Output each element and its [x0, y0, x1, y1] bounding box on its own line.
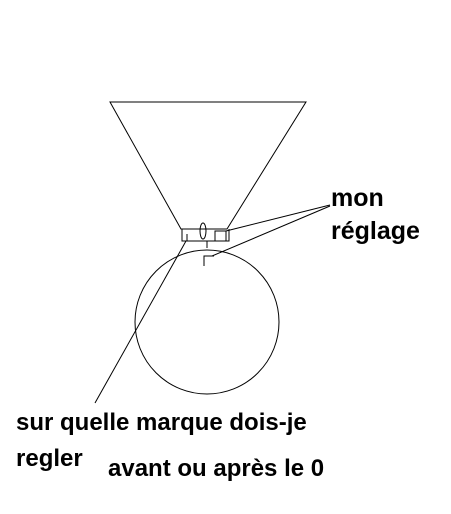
pointer-line-1: [225, 204, 331, 232]
label-mon: mon: [331, 184, 384, 212]
grinding-wheel: [134, 249, 280, 395]
wheel-mark: [203, 255, 214, 266]
pointer-line-2: [211, 205, 331, 257]
question-line-3: avant ou après le 0: [108, 455, 325, 482]
adjustment-block: [214, 230, 227, 242]
hopper-funnel: [109, 101, 307, 230]
pointer-line-question: [94, 240, 187, 404]
adjustment-knob: [199, 222, 207, 240]
question-line-1: sur quelle marque dois-je: [16, 409, 307, 436]
adjustment-bracket: [181, 229, 230, 242]
label-reglage: réglage: [331, 217, 420, 245]
question-line-2: regler: [16, 445, 83, 472]
